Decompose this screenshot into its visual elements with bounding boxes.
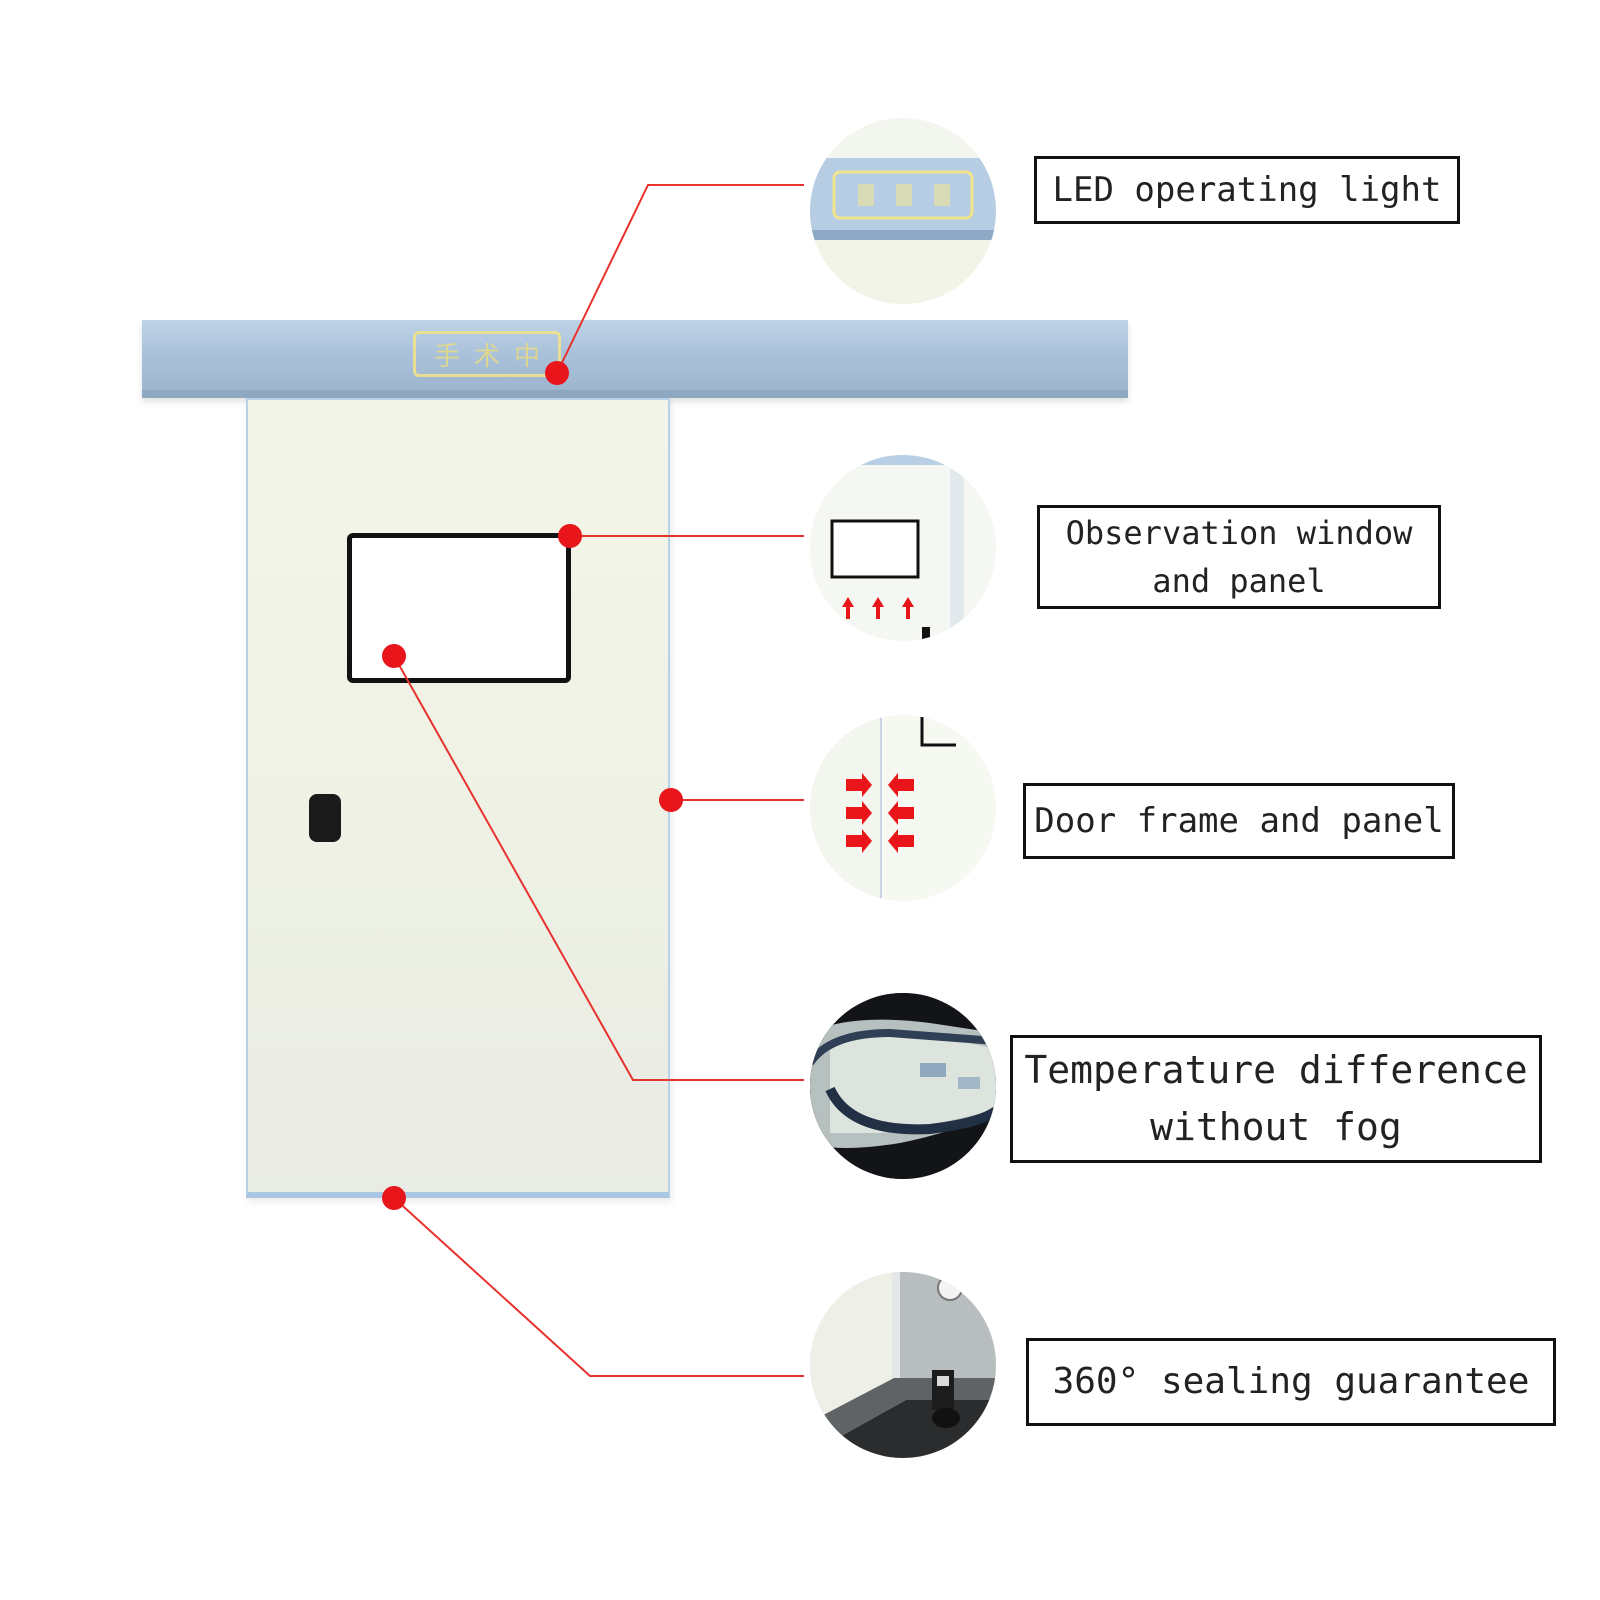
marker-dot-frame: [659, 788, 683, 812]
rail-lip: [142, 390, 1128, 398]
callout-observation-window: Observation window and panel: [1037, 505, 1441, 609]
led-char-2: 术: [473, 341, 500, 372]
marker-dot-seal: [382, 1186, 406, 1210]
door-handle: [309, 794, 341, 842]
led-operating-sign: 手 术 中: [413, 331, 561, 377]
window-pressure-arrows-up-icon: [810, 455, 996, 641]
leader-line-glass: [393, 655, 804, 1081]
callout-door-frame: Door frame and panel: [1023, 783, 1455, 859]
callout-anti-fog: Temperature difference without fog: [1010, 1035, 1542, 1163]
callout-led-operating-light: LED operating light: [1034, 156, 1460, 224]
marker-dot-glass: [382, 644, 406, 668]
marker-dot-led: [545, 361, 569, 385]
callout-sealing: 360° sealing guarantee: [1026, 1338, 1556, 1426]
led-char-3: 中: [514, 341, 541, 372]
led-sign-closeup-icon: [810, 118, 996, 304]
marker-dot-window: [558, 524, 582, 548]
door-leaf: [246, 398, 670, 1198]
seal-profile-closeup-icon: [810, 1272, 996, 1458]
leader-line-led: [556, 184, 804, 374]
frame-pressure-arrows-inward-icon: [810, 715, 996, 901]
led-char-1: 手: [433, 341, 460, 372]
door-header-rail: [142, 320, 1128, 398]
anti-fog-glass-closeup-icon: [810, 993, 996, 1179]
leader-line-seal: [393, 1197, 804, 1377]
